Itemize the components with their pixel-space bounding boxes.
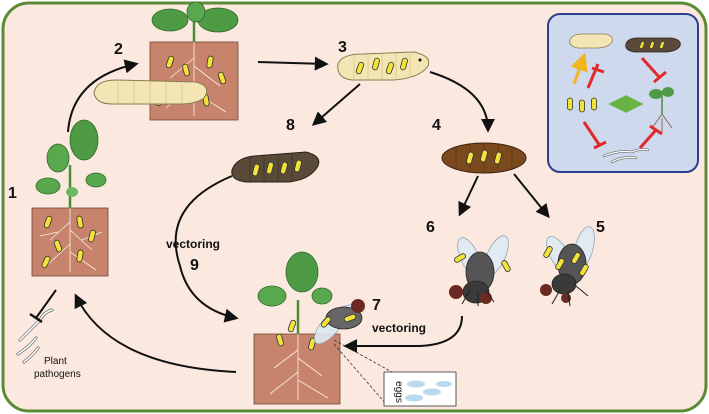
arrow-1-to-2 [67,59,139,133]
cycle-arrows [67,56,550,373]
arrow-4-to-5 [513,173,550,219]
stage-number-5: 5 [596,219,605,236]
stage-number-1: 1 [8,185,17,202]
arrow-2-to-3 [257,56,329,71]
stage2-plant-larva [93,1,239,121]
stage5-fly [540,224,599,307]
interaction-inset [547,13,699,173]
stage6-fly [449,231,514,306]
plant-pathogens-line1: Plant [44,356,67,367]
arrow-8-to-7 [174,175,239,323]
arrow-3-to-8 [311,83,361,126]
arrow-4-to-6 [458,175,479,217]
plant-pathogens: Plant pathogens [16,289,81,380]
stage-number-6: 6 [426,219,435,236]
inhibition-line-pathogens [35,289,57,319]
eggs-inset: eggs [383,371,457,407]
arrow-7-to-1 [74,293,237,373]
arrow-6-to-7 [343,315,463,353]
stage1-plant-soil [31,119,109,277]
arrow-3-to-4 [429,71,495,133]
stage-number-8: 8 [286,117,295,134]
stage8-larva [231,151,320,183]
stage7-plant-fly [253,251,393,405]
promote-arrow-bacteria-larva [570,52,588,85]
vectoring-label-right: vectoring [372,321,426,335]
stage4-pupa [441,142,527,174]
soil-block-7 [253,333,341,405]
stage-number-2: 2 [114,41,123,58]
eggs-label: eggs [393,381,404,403]
stage-number-4: 4 [432,117,441,134]
stage-number-3: 3 [338,39,347,56]
plant-pathogens-line2: pathogens [34,369,81,380]
inhibition-arrows [582,56,667,150]
vectoring-label-left: vectoring [166,237,220,251]
stage3-larva [337,51,430,81]
stage-number-9: 9 [190,257,199,274]
stage-number-7: 7 [372,297,381,314]
